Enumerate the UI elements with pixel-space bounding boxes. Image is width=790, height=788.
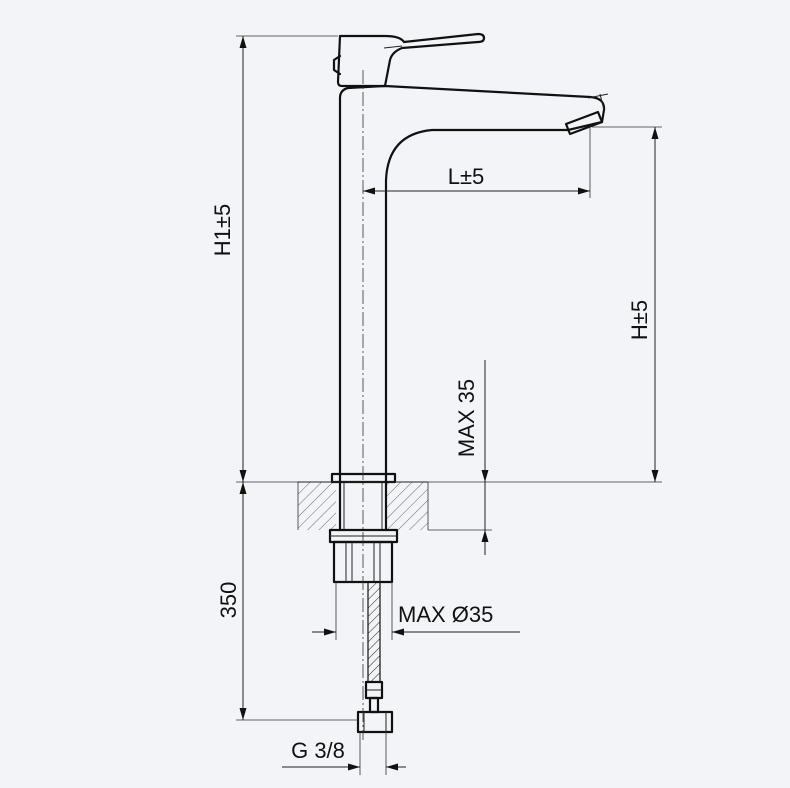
dimension-thread: G 3/8 [282, 732, 406, 775]
dimension-max-35-label: MAX 35 [454, 379, 479, 457]
dimension-hose-length: 350 [216, 482, 358, 721]
dimension-hose-length-label: 350 [216, 582, 241, 619]
base-flange [298, 472, 428, 484]
dimension-max-diameter-label: MAX Ø35 [398, 602, 493, 627]
dimension-max-35: MAX 35 [428, 360, 492, 555]
faucet-body [338, 84, 609, 484]
dimension-h: H±5 [428, 126, 662, 483]
dimension-h-label: H±5 [627, 300, 652, 340]
dimension-h1-label: H1±5 [210, 204, 235, 256]
flexible-hose [356, 581, 394, 734]
dimension-h1: H1±5 [210, 35, 338, 483]
dimension-l-label: L±5 [448, 164, 485, 189]
mixer-lever [332, 32, 486, 88]
dimension-max-diameter: MAX Ø35 [312, 582, 520, 640]
dimension-l: L±5 [363, 126, 591, 198]
dimension-thread-label: G 3/8 [291, 738, 345, 763]
